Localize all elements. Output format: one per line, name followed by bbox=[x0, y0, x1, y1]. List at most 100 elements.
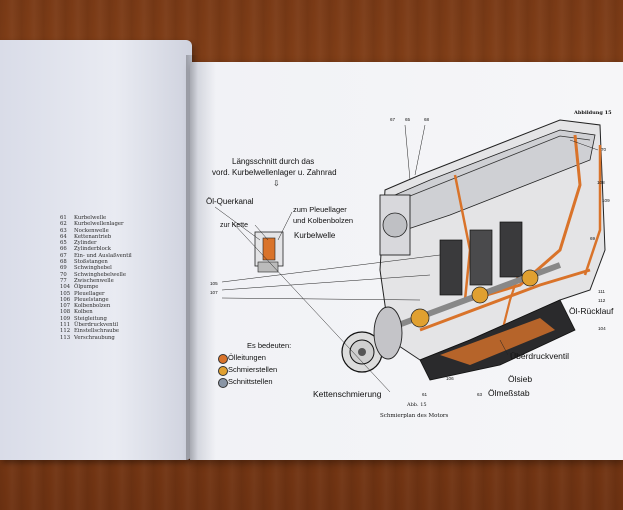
oil-sieve-label: Ölsieb bbox=[508, 374, 533, 384]
figure-caption: Schmierplan des Motors bbox=[380, 413, 449, 419]
part-number: 106 bbox=[60, 296, 71, 303]
part-number: 113 bbox=[60, 334, 71, 341]
callout-number: 104 bbox=[598, 326, 606, 331]
part-name: Pleuellager bbox=[74, 290, 105, 297]
crankshaft-label: Kurbelwelle bbox=[294, 231, 336, 240]
part-number: 63 bbox=[60, 227, 67, 234]
callout-number: 111 bbox=[598, 289, 605, 294]
figure-number: Abb. 15 bbox=[407, 402, 427, 408]
callout-number: 68 bbox=[424, 117, 430, 122]
part-name: Kettenantrieb bbox=[74, 233, 112, 240]
callout-number: 107 bbox=[210, 290, 218, 295]
part-number: 77 bbox=[60, 277, 67, 284]
part-name: Kolben bbox=[74, 309, 93, 316]
part-number: 69 bbox=[60, 265, 67, 272]
parts-legend-item: 61 Kurbelwelle bbox=[60, 215, 132, 221]
legend-swatch bbox=[218, 354, 228, 364]
diagram-title-line1: Längsschnitt durch das bbox=[232, 157, 315, 166]
part-number: 107 bbox=[60, 303, 71, 310]
part-name: Verschraubung bbox=[74, 334, 115, 341]
legend-title: Es bedeuten: bbox=[247, 341, 292, 350]
figure-label: Abbildung 15 bbox=[574, 110, 612, 116]
parts-legend-item: 65 Zylinder bbox=[60, 240, 132, 246]
parts-legend-item: 67 Ein- und Auslaßventil bbox=[60, 253, 132, 259]
to-bearing-label-line2: und Kolbenbolzen bbox=[293, 216, 354, 225]
callout-number: 67 bbox=[390, 117, 396, 122]
part-number: 61 bbox=[60, 215, 67, 221]
chain-lubrication-label: Kettenschmierung bbox=[313, 389, 382, 399]
part-name: Ölpumpe bbox=[74, 284, 99, 291]
part-name: Überdruckventil bbox=[74, 322, 119, 329]
diagram-title-line2: vord. Kurbelwellenlager u. Zahnrad bbox=[212, 168, 337, 177]
part-number: 68 bbox=[60, 259, 67, 266]
part-name: Einstellschraube bbox=[74, 328, 120, 335]
part-name: Schwinghebel bbox=[74, 265, 112, 272]
part-name: Stoßstangen bbox=[74, 259, 108, 266]
part-number: 66 bbox=[60, 246, 67, 253]
part-number: 70 bbox=[60, 271, 67, 278]
callout-number: 108 bbox=[597, 180, 605, 185]
part-name: Ein- und Auslaßventil bbox=[74, 252, 132, 259]
callout-number: 106 bbox=[446, 376, 454, 381]
legend-swatch bbox=[218, 366, 228, 376]
dipstick-label: Ölmeßstab bbox=[488, 388, 530, 398]
part-number: 104 bbox=[60, 284, 71, 291]
overpressure-valve-label: Überdruckventil bbox=[510, 351, 570, 361]
parts-legend-item: 64 Kettenantrieb bbox=[60, 234, 132, 240]
oil-channel-label: Öl-Querkanal bbox=[206, 197, 254, 206]
legend-swatch bbox=[218, 378, 228, 388]
part-name: Steigleitung bbox=[74, 315, 107, 322]
callout-number: 112 bbox=[598, 298, 606, 303]
part-name: Kurbelwellenlager bbox=[74, 221, 124, 228]
book-gutter-shadow bbox=[186, 55, 198, 460]
legend-label: Ölleitungen bbox=[228, 353, 266, 362]
callout-number: 63 bbox=[477, 392, 483, 397]
part-name: Kolbenbolzen bbox=[74, 303, 111, 310]
legend-label: Schnittstellen bbox=[228, 377, 273, 386]
part-number: 65 bbox=[60, 240, 67, 247]
part-number: 64 bbox=[60, 233, 67, 240]
parts-legend-item: 70 Schwinghebelwelle bbox=[60, 272, 132, 278]
part-number: 67 bbox=[60, 252, 67, 259]
part-number: 105 bbox=[60, 290, 71, 297]
parts-legend-item: 66 Zylinderblock bbox=[60, 246, 132, 252]
callout-number: 70 bbox=[601, 147, 607, 152]
callout-number: 65 bbox=[405, 117, 411, 122]
part-number: 109 bbox=[60, 315, 71, 322]
callout-number: 105 bbox=[210, 281, 218, 286]
part-name: Zylinder bbox=[74, 240, 97, 247]
part-name: Pleuelstange bbox=[74, 296, 109, 303]
part-number: 112 bbox=[60, 328, 71, 335]
callout-number: 109 bbox=[602, 198, 610, 203]
legend-label: Schmierstellen bbox=[228, 365, 278, 374]
parts-legend-item: 63 Nockenwelle bbox=[60, 228, 132, 234]
part-name: Kurbelwelle bbox=[74, 215, 107, 221]
part-name: Schwinghebelwelle bbox=[74, 271, 126, 278]
part-name: Nockenwelle bbox=[74, 227, 109, 234]
to-bearing-label-line1: zum Pleuellager bbox=[293, 205, 347, 214]
callout-number: 61 bbox=[422, 392, 428, 397]
parts-legend-item: 69 Schwinghebel bbox=[60, 265, 132, 271]
down-arrow-icon: ⇩ bbox=[273, 179, 280, 188]
part-number: 111 bbox=[60, 322, 71, 329]
to-chain-label: zur Kette bbox=[220, 222, 249, 229]
part-name: Zylinderblock bbox=[74, 246, 111, 253]
part-number: 108 bbox=[60, 309, 71, 316]
parts-legend-item: 68 Stoßstangen bbox=[60, 259, 132, 265]
oil-return-label: Öl-Rücklauf bbox=[569, 306, 614, 316]
callout-number: 69 bbox=[590, 236, 596, 241]
